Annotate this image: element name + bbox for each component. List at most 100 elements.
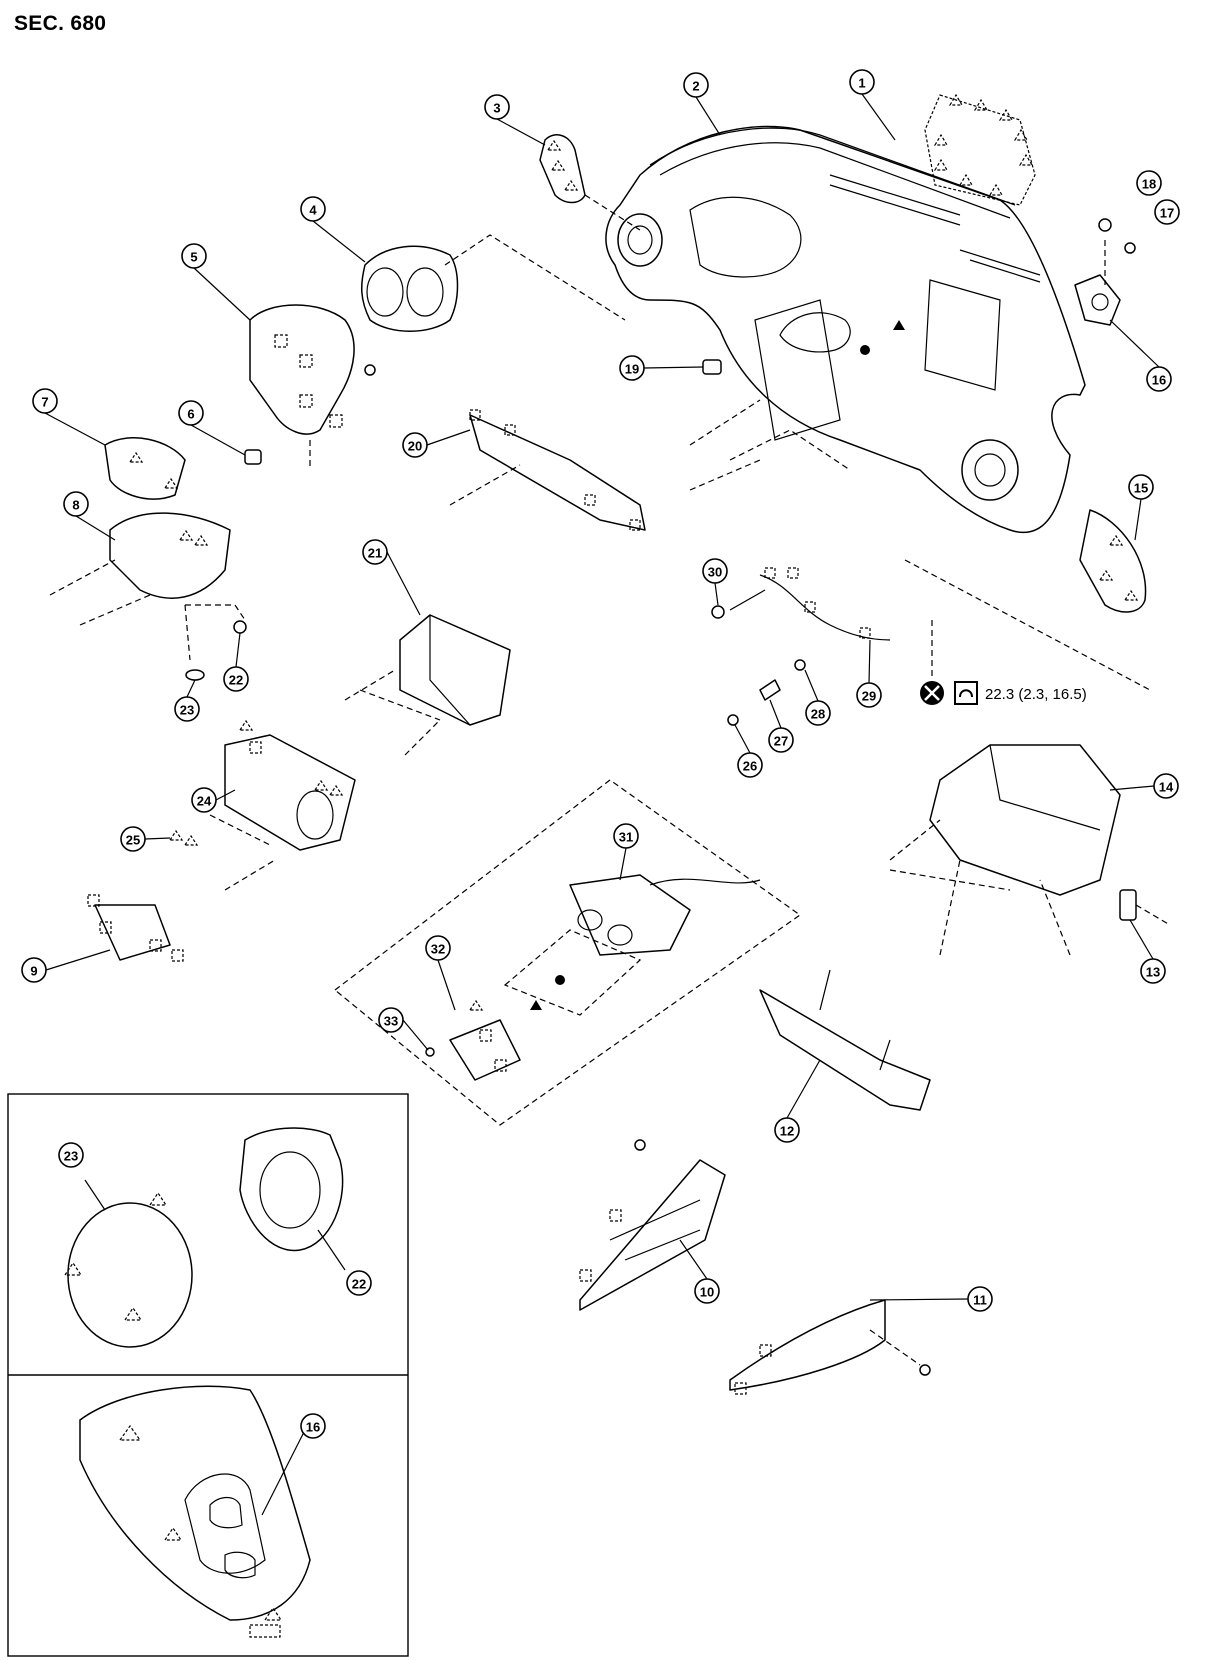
callout-label: 26: [743, 759, 757, 774]
part-10-lower-cover: [579, 1139, 726, 1311]
callout-p4: 4: [300, 196, 326, 222]
callout-p28: 28: [805, 700, 831, 726]
torque-spec: 22.3 (2.3, 16.5): [904, 559, 1151, 705]
detail-frame: [7, 1093, 409, 1657]
callout-label: 4: [309, 203, 317, 218]
callout-label: 28: [811, 707, 825, 722]
part-20-lower-panel: [449, 409, 646, 531]
detail-23-cap: [63, 1179, 193, 1348]
torque-value: 22.3 (2.3, 16.5): [985, 686, 1087, 703]
callout-label: 31: [619, 830, 633, 845]
callout-label: 8: [72, 498, 79, 513]
callout-p19: 19: [619, 355, 645, 381]
part-15-side-ornament: [1079, 509, 1147, 613]
callout-p13: 13: [1140, 958, 1166, 984]
torque-wrench-icon: [954, 681, 978, 705]
callout-p22: 22: [223, 666, 249, 692]
callout-p22b: 22: [346, 1270, 372, 1296]
callout-p9: 9: [21, 957, 47, 983]
callout-label: 23: [180, 703, 194, 718]
callout-p2: 2: [683, 72, 709, 98]
callout-label: 9: [30, 964, 37, 979]
callout-label: 27: [774, 734, 788, 749]
part-13-stopper: [1119, 889, 1171, 926]
callout-label: 23: [64, 1149, 78, 1164]
part-29-harness: [711, 567, 891, 641]
callout-label: 15: [1134, 481, 1148, 496]
part-6-clip: [244, 449, 262, 465]
part-24-center-vent: [168, 719, 356, 891]
callout-label: 22: [352, 1277, 366, 1292]
callout-label: 32: [431, 942, 445, 957]
callout-p32: 32: [425, 935, 451, 961]
callout-label: 18: [1142, 177, 1156, 192]
callout-label: 25: [126, 833, 140, 848]
callout-label: 6: [187, 407, 194, 422]
callout-p11: 11: [967, 1286, 993, 1312]
part-26-28-fasteners: [727, 659, 806, 726]
callout-label: 3: [493, 101, 500, 116]
callout-label: 16: [306, 1420, 320, 1435]
callout-p30: 30: [702, 558, 728, 584]
callout-label: 22: [229, 673, 243, 688]
callout-label: 7: [41, 395, 48, 410]
part-11-knee-cover: [729, 1299, 931, 1395]
callout-p5: 5: [181, 243, 207, 269]
callout-label: 20: [408, 439, 422, 454]
center-bracket-area: [689, 320, 905, 491]
callout-p33: 33: [378, 1007, 404, 1033]
callout-layer: 1234567891011121314151617181920212223242…: [21, 69, 1180, 1439]
part-7-column-cover-upper: [104, 437, 186, 500]
part-9-switch: [87, 894, 184, 962]
callout-label: 30: [708, 565, 722, 580]
callout-label: 17: [1160, 206, 1174, 221]
section-title: SEC. 680: [14, 12, 107, 35]
part-4-meter-cluster: [360, 234, 626, 332]
leader-lines: [44, 93, 1160, 1301]
callout-label: 24: [197, 794, 212, 809]
callout-p29: 29: [856, 682, 882, 708]
callout-label: 16: [1152, 373, 1166, 388]
callout-p16: 16: [1146, 366, 1172, 392]
callout-label: 14: [1159, 780, 1174, 795]
callout-label: 1: [858, 76, 865, 91]
part-8-column-cover-lower: [49, 512, 247, 681]
callout-p25: 25: [120, 826, 146, 852]
callout-p21: 21: [362, 539, 388, 565]
callout-label: 21: [368, 546, 382, 561]
instrument-panel-part: [605, 125, 1086, 534]
callout-label: 19: [625, 362, 639, 377]
callout-label: 2: [692, 79, 699, 94]
callout-p3: 3: [484, 94, 510, 120]
cluster-box-31-33: [334, 779, 802, 1126]
callout-p27: 27: [768, 727, 794, 753]
callout-p18: 18: [1136, 170, 1162, 196]
callout-label: 29: [862, 689, 876, 704]
callout-p24: 24: [191, 787, 217, 813]
callout-p12: 12: [774, 1117, 800, 1143]
callout-p23b: 23: [58, 1142, 84, 1168]
callout-p10: 10: [694, 1278, 720, 1304]
callout-p1: 1: [849, 69, 875, 95]
callout-p6: 6: [178, 400, 204, 426]
callout-label: 10: [700, 1285, 714, 1300]
callout-label: 11: [973, 1293, 987, 1308]
callout-label: 13: [1146, 965, 1160, 980]
callout-p26: 26: [737, 752, 763, 778]
callout-p16b: 16: [300, 1413, 326, 1439]
callout-p31: 31: [613, 823, 639, 849]
part-5-cluster-lid: [249, 304, 376, 470]
part-14-glovebox-housing: [889, 744, 1121, 956]
callout-p15: 15: [1128, 474, 1154, 500]
callout-p20: 20: [402, 432, 428, 458]
part-1-dash-mat: [924, 93, 1036, 206]
detail-16-bezel: [79, 1385, 311, 1638]
part-16-bezel: [1074, 218, 1136, 326]
callout-p14: 14: [1153, 773, 1179, 799]
callout-p23: 23: [174, 696, 200, 722]
callout-label: 12: [780, 1124, 794, 1139]
part-21-audio-unit: [344, 614, 511, 756]
callout-label: 33: [384, 1014, 398, 1029]
callout-p17: 17: [1154, 199, 1180, 225]
